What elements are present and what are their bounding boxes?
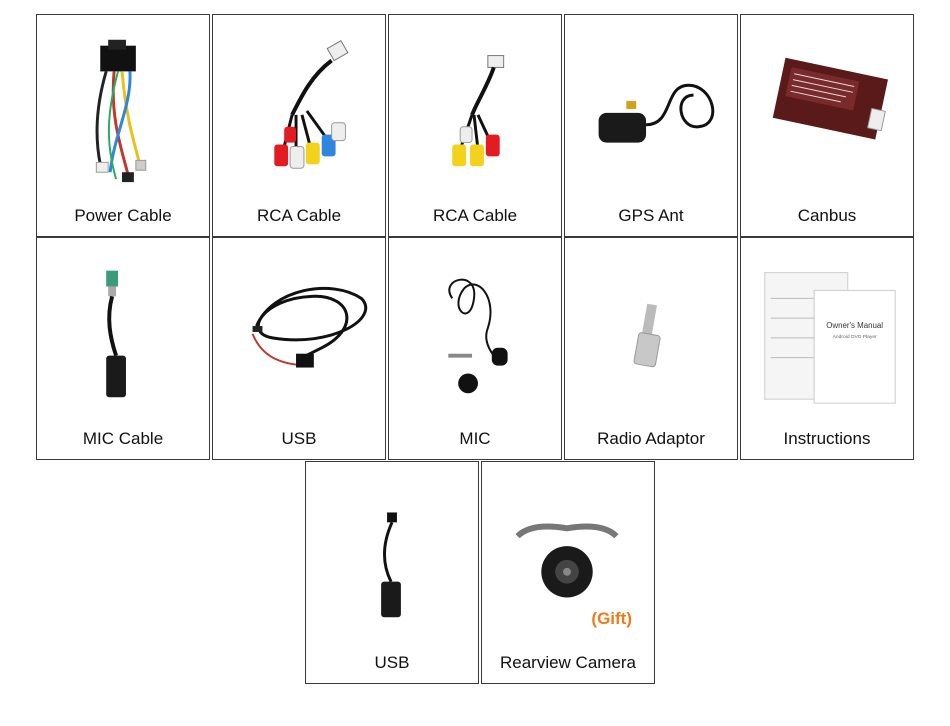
accessory-card-mic: MIC xyxy=(388,237,562,460)
manual-subtitle: Android DVD Player xyxy=(833,334,878,340)
canbus-box-icon xyxy=(741,15,913,195)
accessory-card-power-cable: Power Cable xyxy=(36,14,210,237)
accessory-card-gps-ant: GPS Ant xyxy=(564,14,738,237)
accessory-label: Radio Adaptor xyxy=(597,429,705,448)
gps-antenna-icon xyxy=(565,15,737,195)
usb-cable-icon xyxy=(213,238,385,418)
manual-icon: Owner's Manual Android DVD Player xyxy=(741,238,913,418)
power-cable-icon xyxy=(37,15,209,195)
microphone-icon xyxy=(389,238,561,418)
accessory-card-usb: USB xyxy=(212,237,386,460)
accessory-card-rca-cable-2: RCA Cable xyxy=(388,14,562,237)
accessory-label: Rearview Camera xyxy=(499,653,637,672)
accessory-label: USB xyxy=(374,653,410,672)
accessory-label: RCA Cable xyxy=(256,206,342,225)
accessory-label: Instructions xyxy=(783,429,871,448)
mic-cable-icon xyxy=(37,238,209,418)
accessory-card-instructions: Owner's Manual Android DVD Player Instru… xyxy=(740,237,914,460)
manual-title: Owner's Manual xyxy=(826,321,883,330)
accessory-label: Canbus xyxy=(797,206,857,225)
accessory-card-mic-cable: MIC Cable xyxy=(36,237,210,460)
accessory-label: RCA Cable xyxy=(432,206,518,225)
accessory-card-usb-otg: USB xyxy=(305,461,479,684)
rearview-camera-icon xyxy=(482,462,654,642)
accessory-card-canbus: Canbus xyxy=(740,14,914,237)
accessory-label: Power Cable xyxy=(74,206,172,225)
radio-adaptor-icon xyxy=(565,238,737,418)
rca-cable-icon xyxy=(213,15,385,195)
accessory-card-rca-cable: RCA Cable xyxy=(212,14,386,237)
accessory-card-radio-adaptor: Radio Adaptor xyxy=(564,237,738,460)
accessory-label: MIC xyxy=(459,429,491,448)
rca-cable-icon xyxy=(389,15,561,195)
usb-otg-cable-icon xyxy=(306,462,478,642)
accessory-label: GPS Ant xyxy=(618,206,684,225)
accessory-label: MIC Cable xyxy=(82,429,164,448)
gift-badge: (Gift) xyxy=(591,609,632,628)
accessory-label: USB xyxy=(281,429,317,448)
accessory-card-rearview-camera: (Gift) Rearview Camera xyxy=(481,461,655,684)
